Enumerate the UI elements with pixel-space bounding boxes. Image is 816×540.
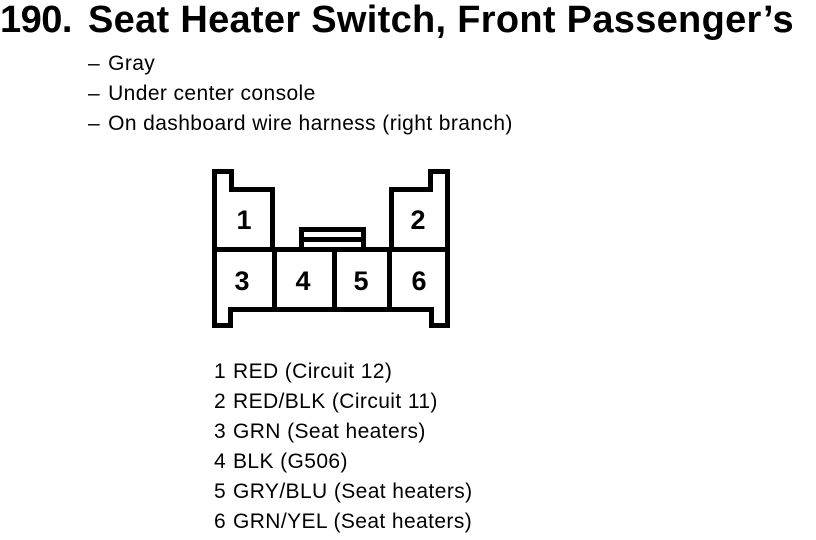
legend-row-2: 2 RED/BLK (Circuit 11) (214, 387, 473, 417)
note-item-location: –Under center console (88, 79, 513, 109)
notes-list: –Gray –Under center console –On dashboar… (88, 49, 513, 139)
page-title: Seat Heater Switch, Front Passenger’s (88, 0, 794, 41)
dash-marker: – (88, 112, 101, 135)
note-item-color: –Gray (88, 49, 513, 79)
legend-pin-number: 5 (214, 480, 227, 503)
note-text: Under center console (108, 82, 316, 105)
connector-strokes (212, 169, 450, 328)
connector-outline: 1 2 3 4 5 6 (212, 169, 450, 328)
note-text: Gray (108, 52, 156, 75)
pin-label-2: 2 (410, 205, 425, 235)
legend-row-6: 6 GRN/YEL (Seat heaters) (214, 507, 473, 537)
pin-label-6: 6 (411, 266, 426, 296)
connector-diagram: 1 2 3 4 5 6 (212, 169, 450, 328)
legend-row-5: 5 GRY/BLU (Seat heaters) (214, 477, 473, 507)
legend-pin-number: 6 (214, 510, 227, 533)
legend-pin-wire: GRN (Seat heaters) (233, 420, 426, 443)
pin-label-3: 3 (234, 266, 249, 296)
pin-label-4: 4 (295, 266, 310, 296)
legend-pin-number: 4 (214, 450, 227, 473)
pin-label-5: 5 (353, 266, 368, 296)
section-number: 190. (0, 0, 72, 41)
legend-pin-number: 2 (214, 390, 227, 413)
legend-pin-wire: GRN/YEL (Seat heaters) (233, 510, 473, 533)
legend-pin-wire: GRY/BLU (Seat heaters) (233, 480, 473, 503)
pin-label-1: 1 (236, 205, 251, 235)
legend-row-3: 3 GRN (Seat heaters) (214, 417, 473, 447)
dash-marker: – (88, 52, 101, 75)
legend-pin-wire: BLK (G506) (233, 450, 348, 473)
legend-pin-number: 3 (214, 420, 227, 443)
legend-row-4: 4 BLK (G506) (214, 447, 473, 477)
legend-pin-wire: RED (Circuit 12) (233, 360, 393, 383)
legend-pin-wire: RED/BLK (Circuit 11) (233, 390, 438, 413)
note-item-harness: –On dashboard wire harness (right branch… (88, 109, 513, 139)
dash-marker: – (88, 82, 101, 105)
note-text: On dashboard wire harness (right branch) (108, 112, 513, 135)
section-heading: 190. Seat Heater Switch, Front Passenger… (0, 0, 794, 42)
legend-row-1: 1 RED (Circuit 12) (214, 357, 473, 387)
legend-pin-number: 1 (214, 360, 227, 383)
